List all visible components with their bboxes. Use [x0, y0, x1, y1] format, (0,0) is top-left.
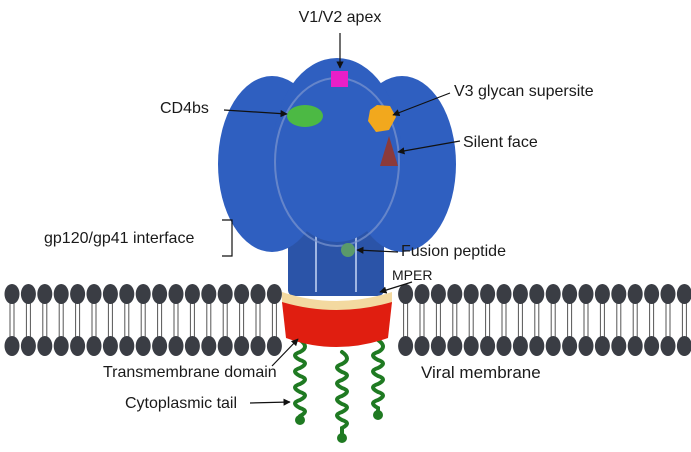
- label-silent-face: Silent face: [463, 134, 538, 151]
- lipid-head: [595, 284, 610, 304]
- lipid-head: [628, 284, 643, 304]
- lipid-head: [644, 336, 659, 356]
- lipid-head: [201, 284, 216, 304]
- lipid-head: [169, 284, 184, 304]
- lipid-head: [152, 284, 167, 304]
- lipid-head: [628, 336, 643, 356]
- lipid-head: [87, 284, 102, 304]
- tail-end: [337, 433, 347, 443]
- lipid-head: [103, 284, 118, 304]
- lipid-head: [579, 336, 594, 356]
- lipid-head: [611, 284, 626, 304]
- lipid-head: [169, 336, 184, 356]
- lipid-head: [251, 336, 266, 356]
- lipid-head: [136, 284, 151, 304]
- lipid-head: [251, 284, 266, 304]
- tail-end: [295, 415, 305, 425]
- lipid-head: [54, 336, 69, 356]
- apex-site-marker: [331, 71, 348, 87]
- lipid-head: [21, 284, 36, 304]
- lipid-head: [136, 336, 151, 356]
- lipid-head: [677, 336, 691, 356]
- label-mper: MPER: [392, 267, 432, 283]
- lipid-head: [201, 336, 216, 356]
- lipid-head: [529, 336, 544, 356]
- lipid-head: [447, 336, 462, 356]
- lipid-head: [54, 284, 69, 304]
- lipid-head: [398, 284, 413, 304]
- lipid-head: [415, 284, 430, 304]
- lipid-head: [464, 284, 479, 304]
- label-membrane: Viral membrane: [421, 363, 541, 382]
- lipid-head: [218, 284, 233, 304]
- lipid-head: [546, 336, 561, 356]
- lipid-head: [611, 336, 626, 356]
- lipid-head: [185, 336, 200, 356]
- cytoplasmic-tails: [295, 340, 383, 443]
- lipid-head: [234, 284, 249, 304]
- label-interface: gp120/gp41 interface: [44, 230, 194, 247]
- lipid-head: [546, 284, 561, 304]
- interface-bracket: [222, 220, 232, 256]
- lipid-head: [529, 284, 544, 304]
- gp120-trimer-head: [218, 58, 456, 252]
- lipid-head: [579, 284, 594, 304]
- lipid-head: [119, 284, 134, 304]
- cd4bs-site-marker: [287, 105, 323, 127]
- lipid-head: [5, 336, 20, 356]
- lipid-head: [415, 336, 430, 356]
- cytoplasmic-tail-coil: [295, 340, 305, 416]
- lipid-head: [644, 284, 659, 304]
- lipid-head: [234, 336, 249, 356]
- lipid-head: [447, 284, 462, 304]
- lipid-head: [185, 284, 200, 304]
- lipid-head: [464, 336, 479, 356]
- cytoplasmic-tail-coil: [373, 340, 383, 411]
- lipid-head: [5, 284, 20, 304]
- label-apex: V1/V2 apex: [299, 9, 382, 26]
- lipid-head: [562, 284, 577, 304]
- lipid-head: [497, 336, 512, 356]
- label-v3: V3 glycan supersite: [454, 83, 594, 100]
- lipid-head: [218, 336, 233, 356]
- lipid-head: [431, 284, 446, 304]
- lipid-head: [513, 336, 528, 356]
- label-cytoplasmic-tail: Cytoplasmic tail: [125, 395, 237, 412]
- lipid-head: [480, 336, 495, 356]
- lipid-head: [267, 284, 282, 304]
- lipid-head: [37, 336, 52, 356]
- lipid-head: [497, 284, 512, 304]
- lipid-head: [70, 284, 85, 304]
- lipid-head: [21, 336, 36, 356]
- lipid-head: [267, 336, 282, 356]
- lipid-head: [661, 336, 676, 356]
- lipid-head: [37, 284, 52, 304]
- lipid-head: [431, 336, 446, 356]
- lipid-head: [562, 336, 577, 356]
- label-transmembrane: Transmembrane domain: [103, 364, 277, 381]
- lipid-head: [513, 284, 528, 304]
- lipid-head: [70, 336, 85, 356]
- label-cd4bs: CD4bs: [160, 100, 209, 117]
- lipid-head: [87, 336, 102, 356]
- lipid-head: [661, 284, 676, 304]
- lipid-head: [480, 284, 495, 304]
- lipid-head: [103, 336, 118, 356]
- label-fusion-peptide: Fusion peptide: [401, 243, 506, 260]
- lipid-head: [595, 336, 610, 356]
- lipid-head: [119, 336, 134, 356]
- tail-pointer: [250, 402, 290, 403]
- tail-end: [373, 410, 383, 420]
- fusion-peptide-marker: [341, 243, 355, 257]
- lipid-head: [677, 284, 691, 304]
- lipid-head: [398, 336, 413, 356]
- lipid-head: [152, 336, 167, 356]
- cytoplasmic-tail-coil: [337, 352, 347, 434]
